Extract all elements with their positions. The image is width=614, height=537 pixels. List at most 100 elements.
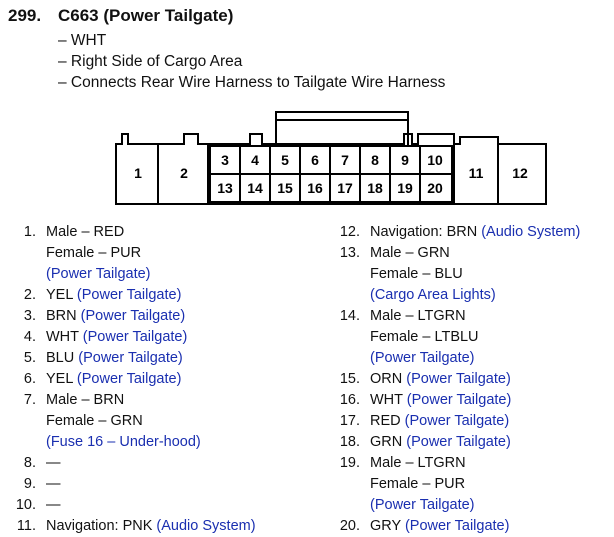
pin-number: 5. bbox=[23, 350, 36, 366]
pin-wire-text: Navigation: PNK bbox=[46, 518, 153, 534]
connector-pin-5: 5 bbox=[281, 152, 289, 168]
pin-wire-text: Male – BRN bbox=[46, 392, 125, 408]
pin-reference-link[interactable]: (Audio System) bbox=[156, 518, 256, 534]
pin-list-right: 12.Navigation: BRN (Audio System) 13. Male… bbox=[330, 222, 610, 537]
pin-entry: 12.Navigation: BRN (Audio System) bbox=[330, 222, 610, 243]
pin-number: 13. bbox=[339, 245, 360, 261]
pin-number: 14. bbox=[339, 308, 360, 324]
pin-wire-line: — bbox=[46, 495, 306, 516]
pin-wire-text: Male – GRN bbox=[370, 245, 450, 261]
pin-wire-line: Female – GRN bbox=[46, 411, 306, 432]
pin-reference-link[interactable]: (Power Tailgate) bbox=[404, 413, 510, 429]
pin-wire-line: Female – BLU bbox=[370, 264, 610, 285]
pin-entry: 15. ORN (Power Tailgate) bbox=[330, 369, 610, 390]
pin-number: 18. bbox=[339, 434, 360, 450]
connector-pin-7: 7 bbox=[341, 152, 349, 168]
pin-wire-text: WHT bbox=[46, 329, 79, 345]
pin-entry: 13. Male – GRN Female – BLU (Cargo Area Lig… bbox=[330, 243, 610, 306]
pin-entry: 7. Male – BRN Female – GRN (Fuse 16 – Under… bbox=[6, 390, 306, 453]
pin-wire-text: Female – BLU bbox=[370, 266, 463, 282]
pin-number: 20. bbox=[339, 518, 360, 534]
pin-entry: 9.— bbox=[6, 474, 306, 495]
pin-wire-line: Male – RED bbox=[46, 222, 306, 243]
pin-wire-line: — bbox=[46, 453, 306, 474]
pin-wire-line: WHT (Power Tailgate) bbox=[46, 327, 306, 348]
pin-number: 4. bbox=[23, 329, 36, 345]
pin-entry: 2.YEL (Power Tailgate) bbox=[6, 285, 306, 306]
pin-reference-link[interactable]: (Power Tailgate) bbox=[46, 266, 151, 282]
pin-reference-link[interactable]: (Cargo Area Lights) bbox=[370, 287, 496, 303]
pin-wire-line: — bbox=[46, 474, 306, 495]
pin-wire-text: RED bbox=[370, 413, 401, 429]
pin-wire-text: GRN bbox=[370, 434, 403, 450]
pin-reference-link[interactable]: (Power Tailgate) bbox=[76, 287, 182, 303]
connector-pin-15: 15 bbox=[277, 180, 293, 196]
pin-wire-line: BRN (Power Tailgate) bbox=[46, 306, 306, 327]
pin-wire-line: Male – GRN bbox=[370, 243, 610, 264]
pin-number: 15. bbox=[339, 371, 360, 387]
pin-wire-text: ORN bbox=[370, 371, 403, 387]
pin-reference-link[interactable]: (Power Tailgate) bbox=[76, 371, 182, 387]
connector-body bbox=[115, 133, 547, 205]
pin-reference-link[interactable]: (Power Tailgate) bbox=[406, 392, 512, 408]
pin-wire-text: GRY bbox=[370, 518, 401, 534]
pin-wire-text: Female – PUR bbox=[46, 245, 142, 261]
pin-wire-line: Navigation: PNK (Audio System) bbox=[46, 516, 306, 537]
pin-entry: 6. YEL (Power Tailgate) bbox=[6, 369, 306, 390]
pin-wire-text: — bbox=[46, 476, 61, 492]
pin-entry: 11. Navigation: PNK (Audio System) bbox=[6, 516, 306, 537]
pin-wire-line: Male – LTGRN bbox=[370, 306, 610, 327]
header-location-line: – Right Side of Cargo Area bbox=[58, 53, 243, 70]
header-title: 299.C663 (Power Tailgate) bbox=[8, 6, 233, 26]
pin-reference-link[interactable]: (Fuse 16 – Under-hood) bbox=[46, 434, 201, 450]
pin-wire-text: Female – LTBLU bbox=[370, 329, 479, 345]
pin-entry: 18. GRN (Power Tailgate) bbox=[330, 432, 610, 453]
header-color-line: – WHT bbox=[58, 32, 107, 49]
pin-reference-link[interactable]: (Power Tailgate) bbox=[80, 308, 186, 324]
pin-wire-text: Female – GRN bbox=[46, 413, 143, 429]
connector-pin-16: 16 bbox=[307, 180, 323, 196]
connector-pin-2: 2 bbox=[180, 165, 188, 181]
connector-pin-18: 18 bbox=[367, 180, 383, 196]
pin-number: 6. bbox=[23, 371, 36, 387]
pin-wire-line: Male – BRN bbox=[46, 390, 306, 411]
pin-wire-text: WHT bbox=[370, 392, 403, 408]
pin-wire-text: Navigation: BRN bbox=[370, 224, 478, 240]
pin-reference-link[interactable]: (Power Tailgate) bbox=[78, 350, 183, 366]
pin-reference-link[interactable]: (Audio System) bbox=[481, 224, 581, 240]
connector-pin-14: 14 bbox=[247, 180, 263, 196]
pin-wire-line: Female – LTBLU bbox=[370, 327, 610, 348]
pin-entry: 16. WHT (Power Tailgate) bbox=[330, 390, 610, 411]
pin-wire-text: Male – LTGRN bbox=[370, 308, 466, 324]
pin-reference-link[interactable]: (Power Tailgate) bbox=[406, 371, 511, 387]
pin-number: 3. bbox=[23, 308, 36, 324]
pin-wire-line: ORN (Power Tailgate) bbox=[370, 369, 610, 390]
pin-wire-text: BLU bbox=[46, 350, 75, 366]
pin-wire-line: Navigation: BRN (Audio System) bbox=[370, 222, 610, 243]
pin-wire-text: YEL bbox=[46, 287, 73, 303]
pin-wire-line: YEL (Power Tailgate) bbox=[46, 285, 306, 306]
pin-wire-line: Female – PUR bbox=[46, 243, 306, 264]
pin-reference-link[interactable]: (Power Tailgate) bbox=[406, 434, 511, 450]
pin-wire-line: BLU (Power Tailgate) bbox=[46, 348, 306, 369]
connector-pin-4: 4 bbox=[251, 152, 259, 168]
pin-number: 11. bbox=[16, 518, 36, 534]
pin-reference-link[interactable]: (Power Tailgate) bbox=[82, 329, 188, 345]
pin-number: 7. bbox=[23, 392, 36, 408]
connector-pin-17: 17 bbox=[337, 180, 353, 196]
connector-pin-20: 20 bbox=[427, 180, 443, 196]
connector-pin-9: 9 bbox=[401, 152, 409, 168]
pin-reference-link[interactable]: (Power Tailgate) bbox=[370, 497, 475, 513]
pin-wire-text: — bbox=[46, 497, 61, 513]
pin-number: 16. bbox=[339, 392, 360, 408]
pin-wire-line: GRY (Power Tailgate) bbox=[370, 516, 610, 537]
pin-reference-link[interactable]: (Power Tailgate) bbox=[370, 350, 475, 366]
pin-entry: 17.RED (Power Tailgate) bbox=[330, 411, 610, 432]
pin-entry: 3. BRN (Power Tailgate) bbox=[6, 306, 306, 327]
pin-reference-link[interactable]: (Power Tailgate) bbox=[404, 518, 510, 534]
header-connects-line: – Connects Rear Wire Harness to Tailgate… bbox=[58, 74, 446, 91]
pin-wire-text: YEL bbox=[46, 371, 73, 387]
connector-number: 299. bbox=[8, 6, 42, 25]
pin-wire-text: Male – LTGRN bbox=[370, 455, 466, 471]
